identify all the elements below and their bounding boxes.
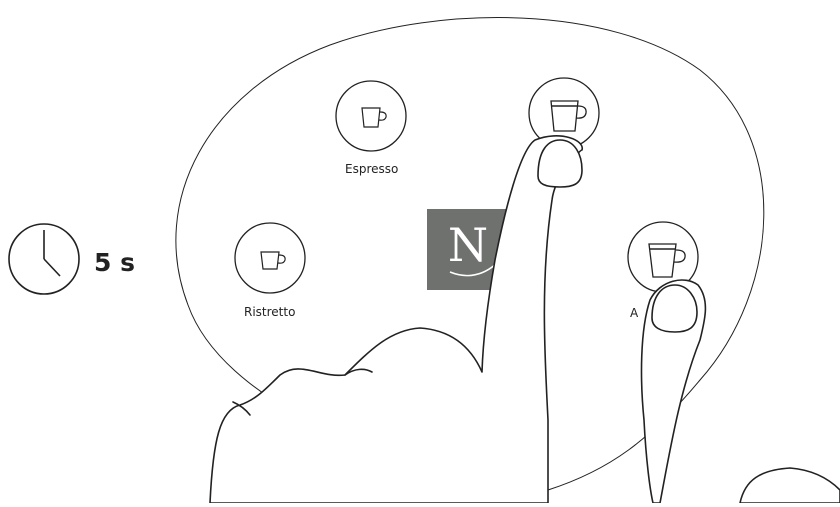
hand-illustration: [210, 136, 840, 503]
clock-icon: [9, 224, 79, 294]
ristretto-button[interactable]: [235, 223, 305, 293]
logo-letter: N: [445, 220, 491, 270]
espresso-button[interactable]: [336, 81, 406, 151]
ristretto-label: Ristretto: [244, 305, 295, 319]
timer-value: 5 s: [94, 248, 135, 277]
espresso-label: Espresso: [345, 162, 398, 176]
americano-label-partial: A: [630, 306, 638, 320]
